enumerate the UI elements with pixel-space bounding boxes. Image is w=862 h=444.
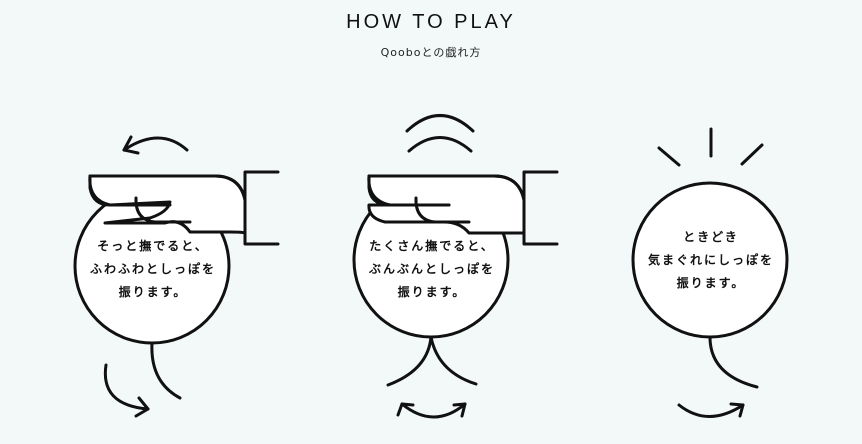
arrow-head-icon [452, 402, 467, 418]
tail-icon [150, 341, 182, 400]
motion-arc-icon [405, 114, 475, 133]
tail-icon [708, 335, 759, 389]
step-caption-3: ときどき 気まぐれにしっぽを 振ります。 [631, 226, 791, 295]
caption-line: たくさん撫でると、 [369, 239, 495, 253]
swing-arrow-icon [677, 403, 745, 418]
sleeve-icon [522, 170, 559, 246]
sparkle-icon [740, 143, 764, 166]
tail-icon [386, 335, 433, 387]
page-title: HOW TO PLAY [346, 11, 516, 33]
curved-arrow-icon [122, 136, 189, 152]
swing-arrow-icon [400, 402, 467, 419]
caption-line: ときどき [683, 230, 739, 244]
arrow-head-icon [134, 396, 150, 418]
step-caption-1: そっと撫でると、 ふわふわとしっぽを 振ります。 [73, 235, 233, 304]
caption-line: ふわふわとしっぽを [89, 262, 216, 276]
step-caption-2: たくさん撫でると、 ぶんぶんとしっぽを 振ります。 [352, 235, 512, 304]
sparkle-icon [657, 146, 681, 167]
page-subtitle: Qooboとの戯れ方 [380, 46, 482, 59]
arrow-head-icon [729, 402, 745, 418]
motion-arc-icon [407, 136, 473, 153]
tail-icon [429, 335, 478, 386]
illustration-vigorous-pet [352, 114, 559, 419]
sleeve-icon [243, 170, 280, 246]
caption-line: そっと撫でると、 [97, 239, 209, 253]
caption-line: ぶんぶんとしっぽを [368, 262, 495, 276]
arrow-head-icon [122, 135, 140, 155]
illustration-random-wag [631, 127, 789, 418]
caption-line: 振ります。 [676, 276, 746, 290]
illustration-gentle-pet [73, 135, 280, 418]
swing-arrow-icon [103, 363, 150, 411]
arrow-head-icon [396, 402, 415, 417]
caption-line: 振ります。 [397, 285, 467, 299]
caption-line: 振ります。 [118, 285, 188, 299]
caption-line: 気まぐれにしっぽを [647, 253, 774, 267]
